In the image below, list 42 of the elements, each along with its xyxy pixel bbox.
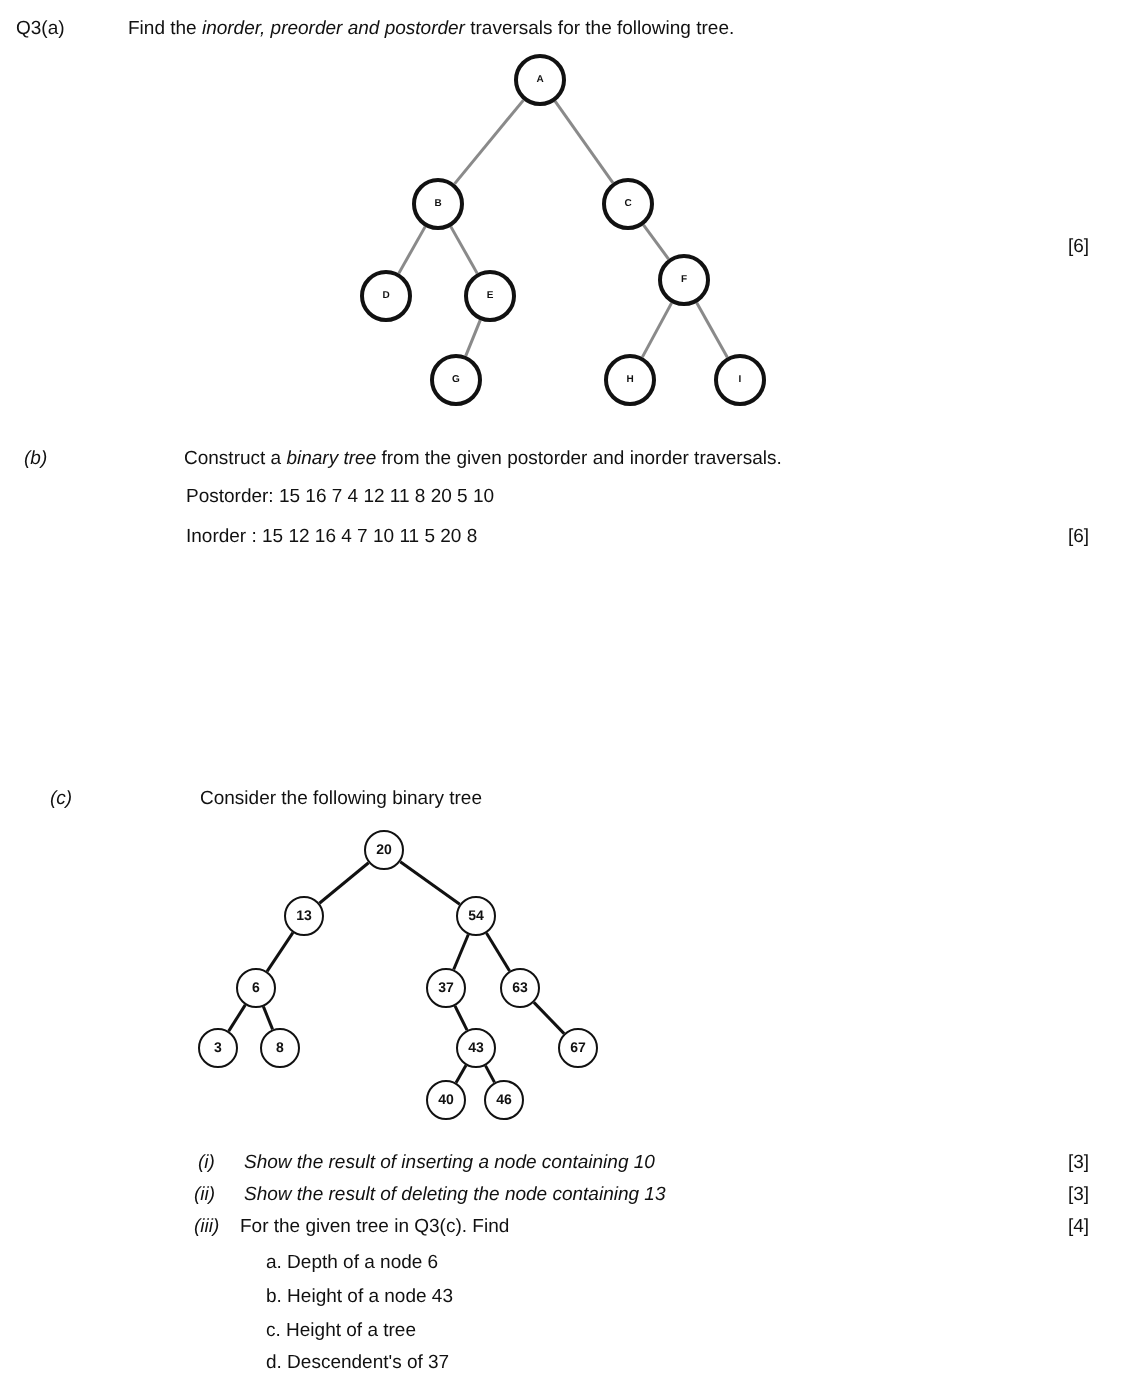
marks: [3] bbox=[1068, 1152, 1090, 1176]
marks: [6] bbox=[1068, 236, 1090, 260]
tree-edge bbox=[532, 1001, 566, 1035]
marks: [4] bbox=[1068, 1216, 1090, 1240]
question-text: Find the inorder, preorder and postorder traversals for the following tree. bbox=[128, 18, 735, 42]
list-item: a. Depth of a node 6 bbox=[266, 1252, 439, 1276]
tree-edge bbox=[399, 860, 461, 906]
marks: [3] bbox=[1068, 1184, 1090, 1208]
question-text: Show the result of deleting the node containing 13 bbox=[244, 1184, 666, 1208]
question-text: Show the result of inserting a node containing 10 bbox=[244, 1152, 655, 1176]
tree-edge bbox=[397, 225, 427, 275]
tree-edge bbox=[265, 931, 295, 973]
tree-edge bbox=[695, 301, 729, 359]
subpart-label: (iii) bbox=[194, 1216, 220, 1240]
tree-edge bbox=[484, 1064, 496, 1084]
tree-edge bbox=[454, 1064, 468, 1084]
part-label: (c) bbox=[50, 788, 73, 812]
tree-edge bbox=[453, 99, 525, 185]
question-number: Q3(a) bbox=[16, 18, 65, 42]
list-item: c. Height of a tree bbox=[266, 1320, 416, 1344]
tree-edge bbox=[227, 1004, 247, 1032]
question-text: Construct a binary tree from the given postorder and inorder traversals. bbox=[184, 448, 782, 472]
tree-edge bbox=[485, 932, 511, 972]
question-text: For the given tree in Q3(c). Find bbox=[240, 1216, 510, 1240]
tree-edge bbox=[449, 225, 479, 275]
list-item: b. Height of a node 43 bbox=[266, 1286, 453, 1310]
tree-edge bbox=[641, 302, 673, 358]
tree-edge bbox=[262, 1006, 274, 1030]
subpart-label: (ii) bbox=[194, 1184, 216, 1208]
tree-edge bbox=[318, 861, 370, 905]
tree-edge bbox=[464, 319, 482, 357]
list-item: d. Descendent's of 37 bbox=[266, 1352, 450, 1376]
tree-edge bbox=[453, 1005, 469, 1031]
marks: [6] bbox=[1068, 526, 1090, 550]
traversal-sequence: Postorder: 15 16 7 4 12 11 8 20 5 10 bbox=[186, 486, 495, 510]
part-label: (b) bbox=[24, 448, 48, 472]
tree-edge bbox=[642, 224, 670, 260]
subpart-label: (i) bbox=[198, 1152, 215, 1176]
traversal-sequence: Inorder : 15 12 16 4 7 10 11 5 20 8 bbox=[186, 526, 478, 550]
tree-edge bbox=[452, 933, 470, 971]
tree-edge bbox=[553, 100, 615, 184]
question-text: Consider the following binary tree bbox=[200, 788, 482, 812]
